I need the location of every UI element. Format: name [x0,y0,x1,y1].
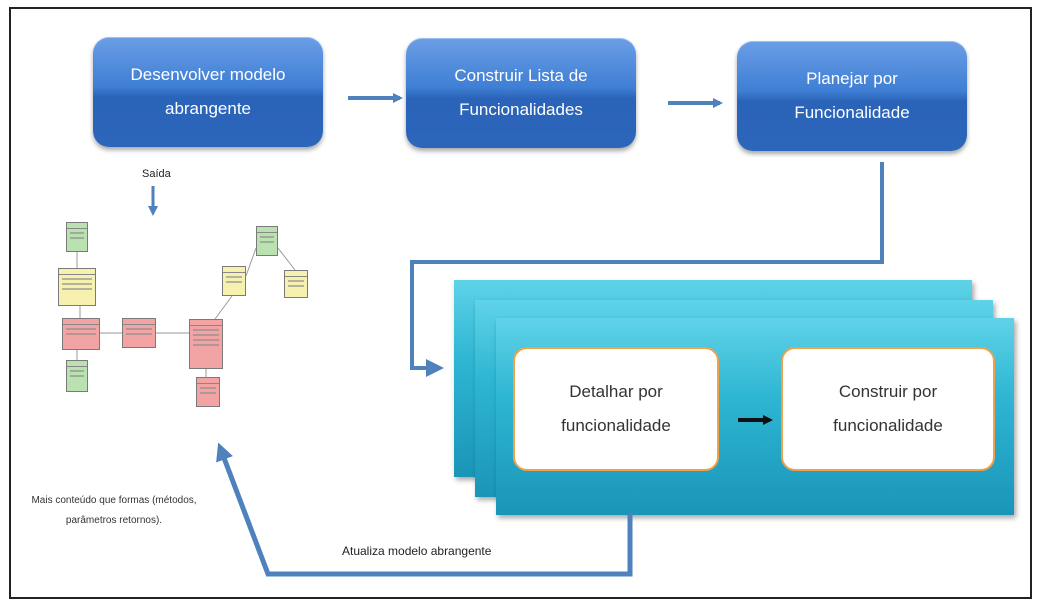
iteration-panel-front: Detalhar por funcionalidade Construir po… [496,318,1014,515]
uml-class-box [189,319,223,369]
card-build-by-feature: Construir por funcionalidade [781,347,995,471]
step-build-feature-list: Construir Lista de Funcionalidades [406,38,636,148]
uml-class-box [66,222,88,252]
card-build-by-feature-label: Construir por funcionalidade [833,382,943,435]
uml-class-box [122,318,156,348]
uml-class-box [222,266,246,296]
step-plan-by-feature-label: Planejar por Funcionalidade [794,69,910,122]
model-note: Mais conteúdo que formas (métodos, parâm… [31,495,197,526]
card-design-by-feature: Detalhar por funcionalidade [513,347,719,471]
uml-class-box [284,270,308,298]
uml-association-lines [76,247,296,377]
step-develop-model: Desenvolver modelo abrangente [93,37,323,147]
step-develop-model-label: Desenvolver modelo abrangente [130,65,286,118]
output-label: Saída [142,168,171,180]
arrow-plan-to-iteration [410,162,884,377]
uml-class-box [256,226,278,256]
uml-class-box [66,360,88,392]
card-design-by-feature-label: Detalhar por funcionalidade [561,382,671,435]
uml-class-box [196,377,220,407]
uml-class-box [62,318,100,350]
uml-class-box [58,268,96,306]
arrow-update-model [216,442,633,577]
step-build-feature-list-label: Construir Lista de Funcionalidades [454,66,588,119]
update-model-label: Atualiza modelo abrangente [342,544,492,558]
step-plan-by-feature: Planejar por Funcionalidade [737,41,967,151]
